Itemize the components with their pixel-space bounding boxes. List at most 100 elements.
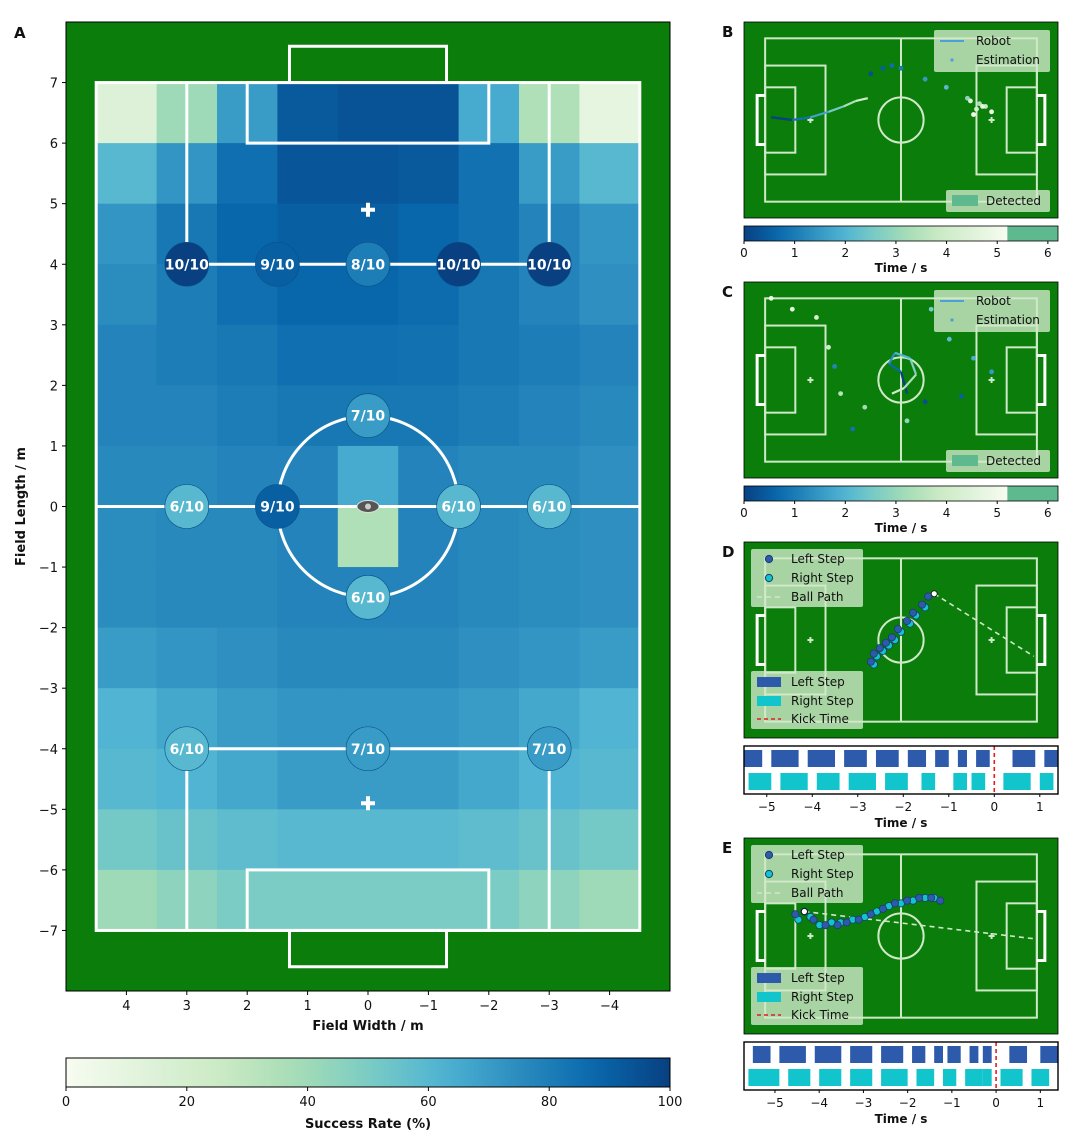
left-step-point [936,896,945,905]
gait-left-step-bar [969,1046,979,1063]
heatmap-cell [458,688,520,750]
mini-goal-left [755,354,766,406]
heatmap-cell [458,143,520,205]
estimation-point [789,306,795,312]
gait-tick-label: −2 [899,1096,917,1110]
heatmap-cell [96,445,157,507]
mini-goal-right [1036,94,1047,146]
time-colorbar-tick-label: 5 [993,246,1001,260]
legend-right-step-label: Right Step [791,867,854,881]
time-colorbar-tick-label: 4 [943,246,951,260]
mini-goal-right [1036,354,1047,406]
mini-penalty-mark [988,377,995,383]
heatmap-cell [458,627,520,689]
gait-left-step-bar [779,1046,806,1063]
gait-right-step-bar [982,1069,992,1086]
gait-tick-label: −4 [810,1096,828,1110]
heatmap-cell [579,869,641,931]
trial-point-label: 8/10 [351,257,386,273]
heatmap-cell [96,385,157,447]
heatmap-cell [458,324,520,386]
estimation-point [814,314,819,320]
gait-legend-right-label: Right Step [791,990,854,1004]
trial-point-marker [526,241,572,287]
legend-right-step-swatch [764,573,774,583]
mini-goal-area-right [1005,86,1038,154]
x-tick-label: 4 [122,999,130,1014]
success-rate-colorbar [65,1057,671,1088]
heatmap-cell [96,567,157,629]
heatmap-cell [96,506,157,568]
heatmap-cell [519,627,580,689]
left-step-point [866,910,875,919]
estimation-point [826,344,831,350]
mini-center-circle [877,356,925,404]
colorbar-tick-label: 40 [299,1095,316,1110]
panel-label-a: A [14,24,26,42]
heatmap-cell [398,627,459,689]
trial-point-marker [164,484,210,529]
gait-timeline-frame [743,745,1059,795]
x-tick-label: 1 [303,999,311,1014]
legend-left-step-swatch [764,850,774,860]
left-step-point [854,915,863,924]
left-step-point [893,625,902,634]
heatmap-cell [96,264,157,326]
gait-left-step-bar [935,750,949,767]
estimation-point [832,363,837,369]
heatmap-cell [277,82,339,144]
left-step-point [866,657,875,666]
y-tick-label: 5 [50,198,58,213]
panel-label-e: E [722,839,732,857]
left-step-point [887,633,896,642]
heatmap-cell [217,748,278,810]
x-tick-label: 3 [183,999,191,1014]
heatmap-cell [217,809,278,871]
heatmap-cell [96,324,157,386]
heatmap-cell [277,748,339,810]
heatmap-cell [398,748,459,810]
heatmap-cell [458,748,520,810]
left-step-point [869,649,878,658]
estimation-point [880,65,886,71]
mini-center-circle [877,96,925,144]
trial-point-label: 6/10 [351,590,386,606]
mini-goal-left [755,614,766,666]
trial-point-label: 10/10 [165,257,209,273]
estimation-point [974,106,979,112]
gait-right-step-bar [816,773,840,790]
y-tick-label: 6 [50,137,58,152]
gait-tick-label: 1 [1036,800,1044,814]
estimation-point [904,418,910,424]
estimation-point [922,76,928,82]
heatmap-cell [519,324,580,386]
gait-tick-label: −4 [803,800,821,814]
gait-left-step-bar [844,750,867,767]
left-step-point [791,910,800,919]
heatmap-cell [579,264,641,326]
heatmap-cell [579,809,641,871]
time-colorbar-tick-label: 5 [993,506,1001,520]
legend-ball-path-label: Ball Path [791,886,843,900]
gait-tick-label: 0 [992,1096,1000,1110]
time-colorbar-frame [743,225,1059,242]
panel-label-d: D [722,543,734,561]
gait-left-step-bar [1012,750,1036,767]
heatmap-cell [156,385,218,447]
gait-tick-label: −2 [894,800,912,814]
gait-right-step-bar [1031,1069,1050,1086]
time-colorbar-tick-label: 6 [1044,506,1052,520]
gait-timeline-frame [743,1041,1059,1091]
colorbar-tick-label: 20 [179,1095,196,1110]
left-step-point [809,915,818,924]
gait-tick-label: −1 [943,1096,961,1110]
trial-point-marker [526,726,572,772]
mini-penalty-mark [988,933,995,939]
gait-right-step-bar [881,1069,908,1086]
heatmap-cell [156,567,218,629]
heatmap-cell [96,143,157,205]
y-axis-label: Field Length / m [14,447,29,566]
colorbar-tick-label: 80 [541,1095,558,1110]
gait-left-step-bar [976,750,990,767]
